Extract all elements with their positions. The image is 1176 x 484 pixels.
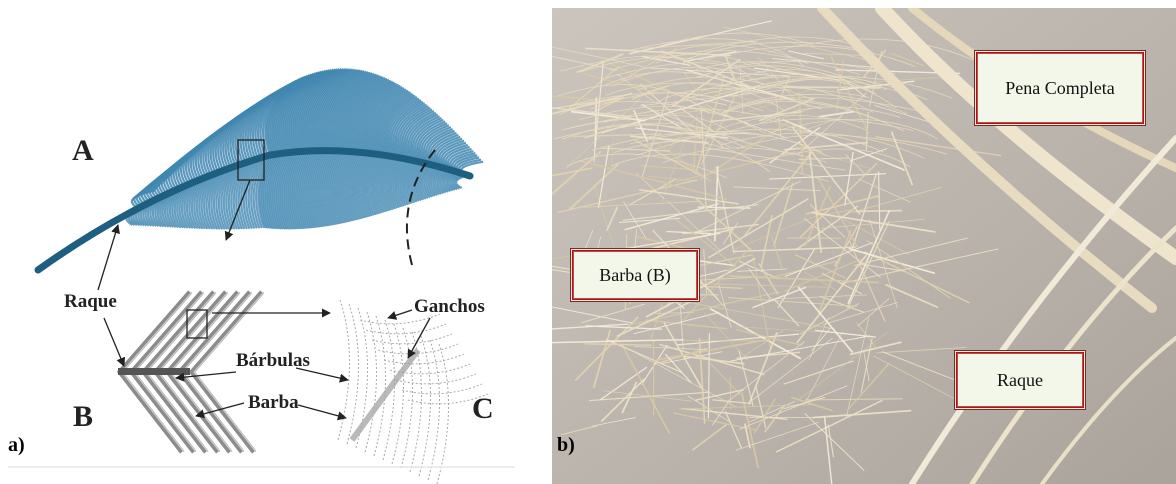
callout-raque: Raque <box>954 350 1086 410</box>
panel-a-diagram: A B C Raque Ganchos Bárbulas Barba a) <box>0 0 548 484</box>
panel-tag-a: a) <box>8 434 25 457</box>
label-c: C <box>472 392 494 426</box>
raque-arrow-1 <box>98 225 118 290</box>
label-b: B <box>73 400 93 434</box>
raque-arrow-2 <box>104 318 124 366</box>
panel-b-photo: Pena Completa Barba (B) Raque b) <box>552 8 1176 484</box>
callout-barba-b: Barba (B) <box>570 248 700 302</box>
label-barbulas: Bárbulas <box>236 350 310 372</box>
panel-tag-b: b) <box>557 434 575 457</box>
ganchos-arrow-1 <box>388 310 412 318</box>
label-ganchos: Ganchos <box>414 296 485 318</box>
barba-arrow-2 <box>298 405 346 418</box>
callout-pena-completa: Pena Completa <box>974 50 1146 126</box>
label-raque: Raque <box>64 291 117 313</box>
label-a: A <box>72 134 94 168</box>
barb-rachis-b <box>118 368 190 375</box>
label-barba: Barba <box>248 392 299 414</box>
barbule-section-c <box>338 300 488 484</box>
